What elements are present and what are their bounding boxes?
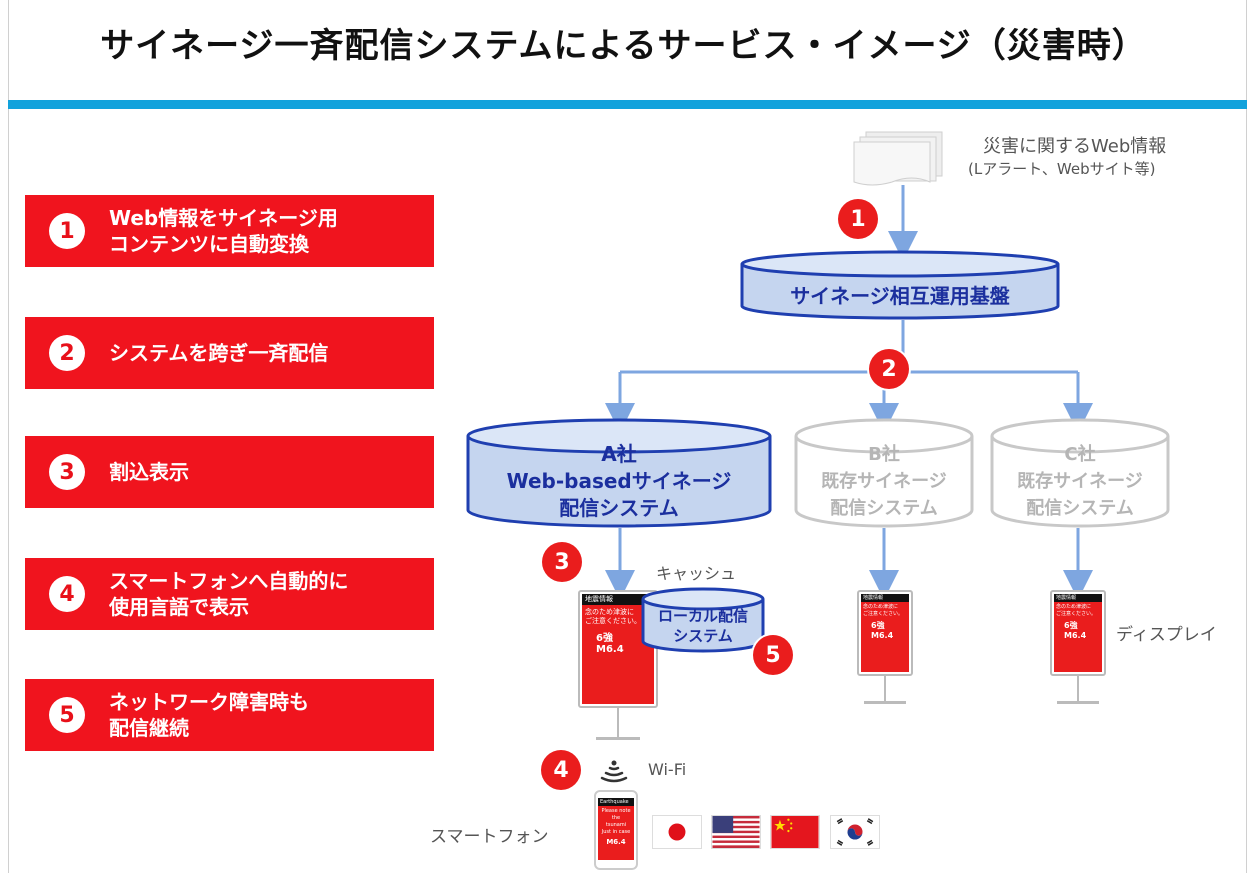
korea-flag-icon [830,815,880,849]
step-2-box: 2 システムを跨ぎ一斉配信 [25,317,434,389]
display-b-base [864,701,906,704]
platform-label: サイネージ相互運用基盤 [790,284,1010,308]
step-3-box: 3 割込表示 [25,436,434,508]
step-4-box: 4 スマートフォンへ自動的に 使用言語で表示 [25,558,434,630]
local-system-cylinder [641,587,765,653]
phone-magnitude: M6.4 [606,838,626,846]
wifi-icon [600,760,628,783]
display-a-intensity: 6強 [596,633,613,644]
step-5-number: 5 [49,697,85,733]
badge-2: 2 [869,349,909,389]
japan-flag-icon [652,815,702,849]
step-2-text: システムを跨ぎ一斉配信 [109,341,329,365]
display-b-stand [884,676,886,702]
smartphone-device: Earthquake Please note the tsunami Just … [594,790,638,870]
step-1-text: Web情報をサイネージ用 コンテンツに自動変換 [109,206,338,256]
display-b-magnitude: M6.4 [871,631,894,640]
badge-4: 4 [541,750,581,790]
step-1-box: 1 Web情報をサイネージ用 コンテンツに自動変換 [25,195,434,267]
platform-cylinder [740,250,1060,320]
wifi-label: Wi-Fi [648,760,687,779]
company-b-label: B社 既存サイネージ 配信システム [821,444,947,519]
badge-5: 5 [753,635,793,675]
display-b-message: 念のため津波に ご注意ください。 [863,604,904,617]
display-a-magnitude: M6.4 [596,644,624,655]
display-c-header: 地震情報 [1054,594,1102,602]
phone-message: Please note the tsunami Just in case [601,808,631,835]
display-a-message: 念のため津波に ご注意ください。 [585,608,641,625]
display-c-intensity: 6強 [1064,621,1078,630]
display-label: ディスプレイ [1116,625,1217,645]
display-c-base [1057,701,1099,704]
web-info-title: 災害に関するWeb情報 [983,136,1167,157]
step-3-text: 割込表示 [109,460,189,484]
display-b-intensity: 6強 [871,621,885,630]
web-documents-icon [853,131,943,186]
display-a-base [596,737,640,740]
display-c-stand [1077,676,1079,702]
phone-header: Earthquake [598,798,634,806]
display-a-stand [617,708,619,738]
step-5-text: ネットワーク障害時も 配信継続 [109,690,309,740]
cache-label: キャッシュ [656,564,737,583]
smartphone-label: スマートフォン [430,827,549,847]
company-b-cylinder [794,418,974,528]
page-title: サイネージ一斉配信システムによるサービス・イメージ（災害時） [100,26,1147,66]
china-flag-icon [770,815,820,849]
step-4-text: スマートフォンへ自動的に 使用言語で表示 [109,569,349,619]
usa-flag-icon [711,815,761,849]
company-c-cylinder [990,418,1170,528]
step-3-number: 3 [49,454,85,490]
step-1-number: 1 [49,213,85,249]
display-b-header: 地震情報 [861,594,909,602]
signage-display-c: 地震情報 念のため津波に ご注意ください。 6強 M6.4 [1050,590,1106,676]
badge-3: 3 [542,542,582,582]
local-system-label: ローカル配信 システム [657,607,748,645]
company-a-cylinder [466,418,772,528]
badge-1: 1 [838,199,878,239]
title-underline [8,100,1247,109]
display-c-magnitude: M6.4 [1064,631,1087,640]
step-4-number: 4 [49,576,85,612]
step-2-number: 2 [49,335,85,371]
display-c-message: 念のため津波に ご注意ください。 [1056,604,1097,617]
step-5-box: 5 ネットワーク障害時も 配信継続 [25,679,434,751]
web-info-subtitle: (Lアラート、Webサイト等) [968,160,1156,178]
company-c-label: C社 既存サイネージ 配信システム [1017,444,1143,519]
company-a-label: A社 Web-basedサイネージ 配信システム [506,442,732,520]
signage-display-b: 地震情報 念のため津波に ご注意ください。 6強 M6.4 [857,590,913,676]
display-a-header: 地震情報 [582,594,654,605]
